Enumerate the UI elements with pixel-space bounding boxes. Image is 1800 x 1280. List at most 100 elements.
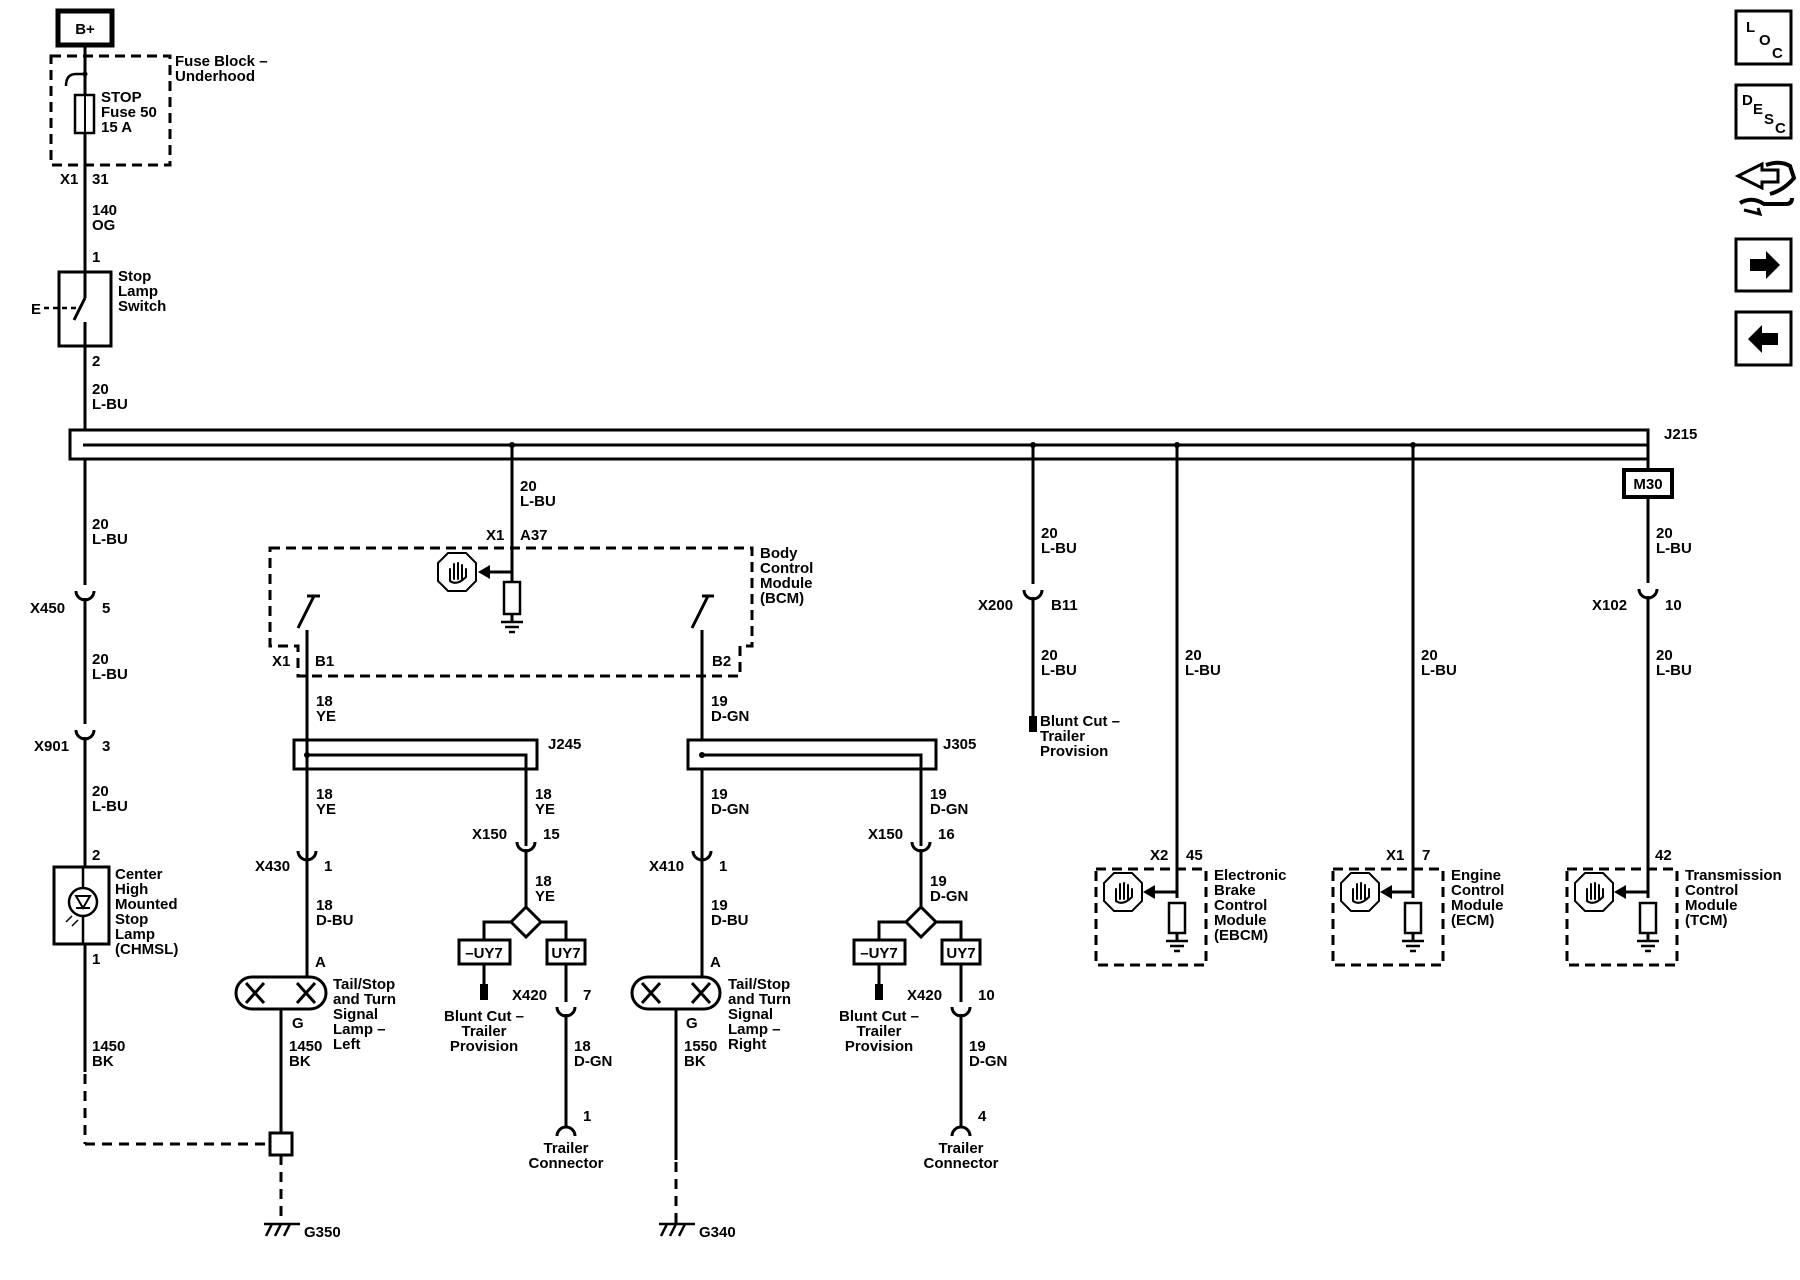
- ground-g340-label: G340: [699, 1224, 736, 1241]
- ground-icon: [1635, 931, 1661, 953]
- loc-icon: [1734, 9, 1793, 66]
- fuse-block-feed-icon: [64, 72, 84, 87]
- tcm-pin: 42: [1655, 847, 1672, 864]
- loc-button[interactable]: L O C: [1734, 9, 1793, 66]
- x410-label: X410: [649, 858, 684, 875]
- battery-source-label: B+: [75, 21, 95, 38]
- stop-switch-pin-out: 2: [92, 353, 100, 370]
- x200-pin: B11: [1051, 597, 1078, 614]
- svg-text:L: L: [1746, 19, 1755, 36]
- ebcm-pin: 45: [1186, 847, 1203, 864]
- trailer-conn-a-pin: 1: [583, 1108, 591, 1125]
- bcm-pin-b2: B2: [712, 653, 731, 670]
- connector-view-button[interactable]: [1734, 160, 1797, 217]
- connector-icon: [950, 1125, 972, 1137]
- lamp-icon: [244, 981, 317, 1005]
- x430-label: X430: [255, 858, 290, 875]
- hand-stop-icon: [1103, 872, 1143, 912]
- svg-text:–UY7: –UY7: [465, 945, 503, 962]
- x410-pin: 1: [719, 858, 727, 875]
- desc-icon: [1734, 83, 1793, 140]
- option-splice: [903, 904, 939, 940]
- splice-j215-label: J215: [1664, 426, 1697, 443]
- bcm-pin-b1: B1: [315, 653, 334, 670]
- x901-label: X901: [34, 738, 69, 755]
- ground-splice: [268, 1131, 294, 1157]
- option-pos-uy7: [545, 938, 587, 966]
- left-lamp-pin-g: G: [292, 1015, 304, 1032]
- ecm-conn: X1: [1386, 847, 1404, 864]
- bcm-out-conn: X1: [272, 653, 290, 670]
- bcm-pin-in: A37: [520, 527, 548, 544]
- x102-pin: 10: [1665, 597, 1682, 614]
- x420-a-pin: 7: [583, 987, 591, 1004]
- x420-b-label: X420: [907, 987, 942, 1004]
- connector-view-icon: [1734, 160, 1797, 217]
- svg-text:UY7: UY7: [551, 945, 580, 962]
- ground-icon: [1400, 931, 1426, 953]
- left-tail-lamp: [234, 975, 328, 1011]
- next-button[interactable]: [1734, 237, 1793, 293]
- svg-text:E: E: [1753, 101, 1763, 118]
- x430-pin: 1: [324, 858, 332, 875]
- x102-label: X102: [1592, 597, 1627, 614]
- hand-stop-icon: [1574, 872, 1614, 912]
- svg-text:D: D: [1742, 92, 1753, 109]
- svg-text:–UY7: –UY7: [860, 945, 898, 962]
- splice-j245-label: J245: [548, 736, 581, 753]
- back-button[interactable]: [1734, 310, 1793, 367]
- svg-text:S: S: [1764, 111, 1774, 128]
- x901-pin: 3: [102, 738, 110, 755]
- x450-pin: 5: [102, 600, 110, 617]
- ebcm-conn: X2: [1150, 847, 1168, 864]
- desc-button[interactable]: D E S C: [1734, 83, 1793, 140]
- right-tail-lamp: [630, 975, 722, 1011]
- ground-icon: [1164, 931, 1190, 953]
- hand-stop-icon: [437, 552, 477, 592]
- x150-b-pin: 16: [938, 826, 955, 843]
- lamp-icon: [640, 981, 712, 1005]
- option-m30-label: M30: [1633, 476, 1662, 493]
- bcm-conn-label: X1: [486, 527, 504, 544]
- svg-text:C: C: [1775, 120, 1786, 137]
- fuse-conn-pin: 31: [92, 171, 109, 188]
- ebcm-module: [1094, 867, 1208, 967]
- svg-text:C: C: [1772, 45, 1783, 62]
- stop-switch-pin-in: 1: [92, 249, 100, 266]
- chmsl-pin-bot: 1: [92, 951, 100, 968]
- lamp-icon: [67, 886, 99, 918]
